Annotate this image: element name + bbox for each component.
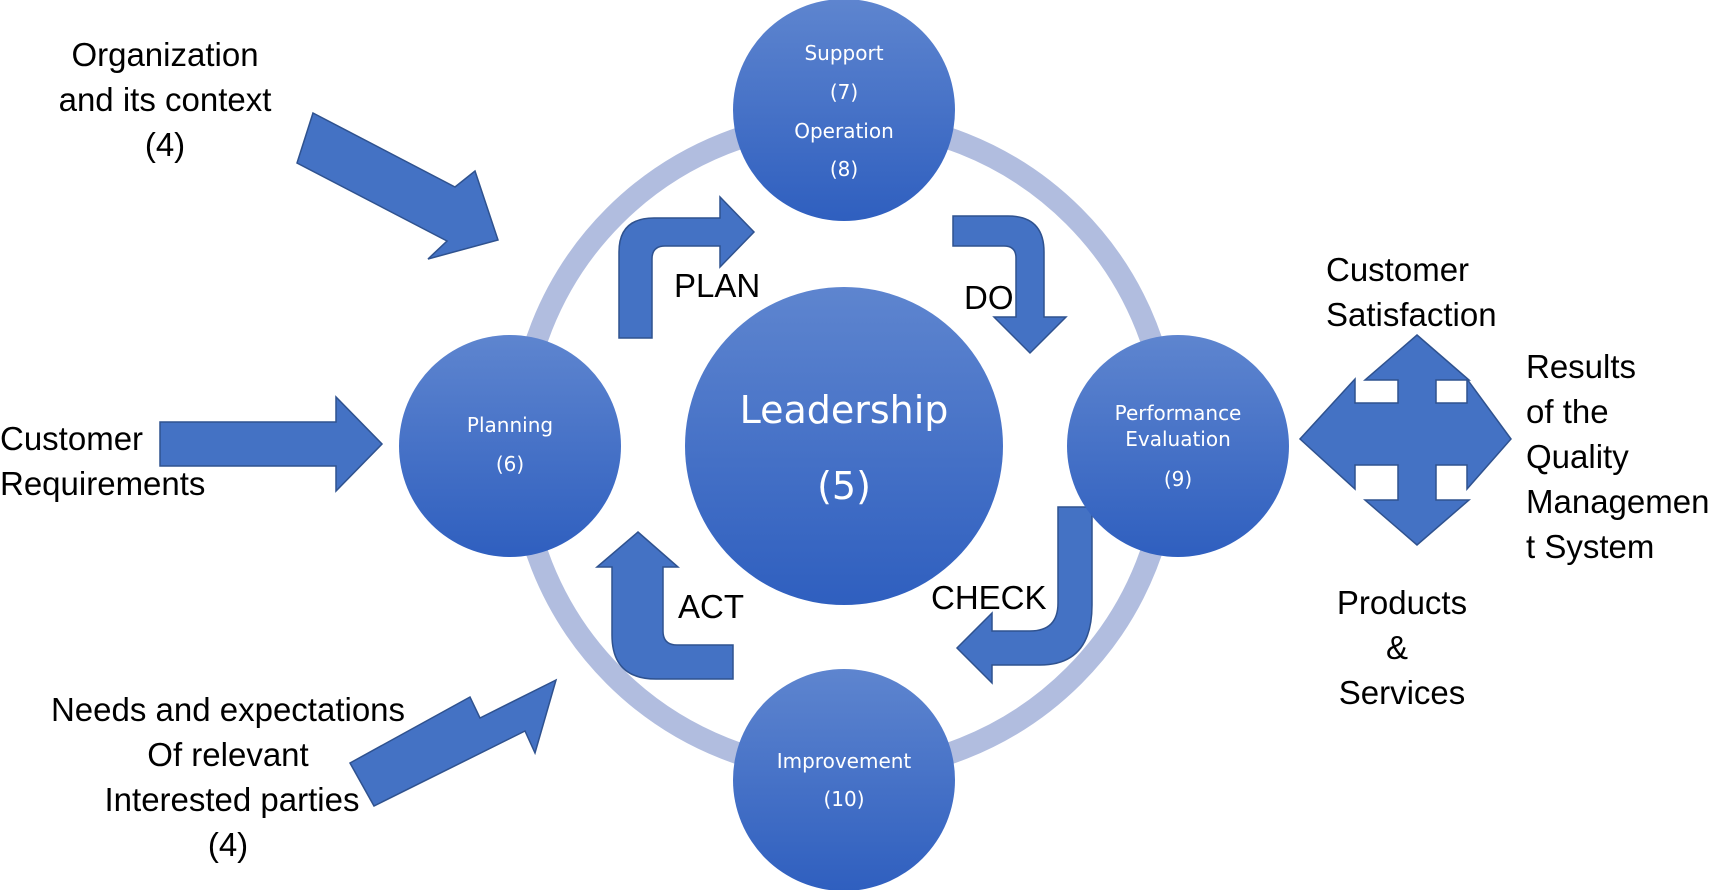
customer-requirements-line-1: Customer bbox=[0, 420, 143, 457]
support-clause: (7) bbox=[830, 80, 858, 104]
performance-evaluation-node bbox=[1067, 335, 1289, 557]
operation-label: Operation bbox=[794, 119, 894, 143]
organization-line-1: Organization bbox=[71, 36, 258, 73]
organization-line-3: (4) bbox=[145, 126, 185, 163]
improvement-clause: (10) bbox=[823, 787, 864, 811]
performance-label-2: Evaluation bbox=[1125, 427, 1231, 451]
results-line-5: t System bbox=[1526, 528, 1654, 565]
customer-requirements-line-2: Requirements bbox=[0, 465, 205, 502]
needs-line-1: Needs and expectations bbox=[51, 691, 405, 728]
do-label: DO bbox=[964, 279, 1014, 316]
act-label: ACT bbox=[678, 588, 744, 625]
leadership-title: Leadership bbox=[740, 388, 949, 432]
plan-arrow bbox=[618, 195, 756, 339]
organization-input-arrow bbox=[296, 111, 499, 260]
check-label: CHECK bbox=[931, 579, 1047, 616]
improvement-node bbox=[733, 669, 955, 890]
check-arrow bbox=[955, 506, 1093, 685]
outputs-cross-arrow bbox=[1298, 334, 1512, 546]
organization-line-2: and its context bbox=[59, 81, 272, 118]
results-line-3: Quality bbox=[1526, 438, 1629, 475]
leadership-center-node bbox=[685, 287, 1003, 605]
products-line-1: Products bbox=[1337, 584, 1467, 621]
planning-clause: (6) bbox=[496, 452, 524, 476]
act-arrow bbox=[594, 531, 734, 680]
planning-label: Planning bbox=[467, 413, 553, 437]
results-line-4: Managemen bbox=[1526, 483, 1709, 520]
support-operation-node bbox=[733, 0, 955, 221]
leadership-clause: (5) bbox=[817, 464, 871, 508]
products-line-2: & bbox=[1386, 629, 1408, 666]
improvement-label: Improvement bbox=[777, 749, 912, 773]
needs-input-arrow bbox=[348, 678, 558, 807]
customer-requirements-input-arrow bbox=[159, 395, 384, 493]
performance-label-1: Performance bbox=[1115, 401, 1242, 425]
customer-satisfaction-line-2: Satisfaction bbox=[1326, 296, 1497, 333]
operation-clause: (8) bbox=[830, 157, 858, 181]
needs-line-2: Of relevant bbox=[147, 736, 308, 773]
plan-label: PLAN bbox=[674, 267, 760, 304]
customer-satisfaction-line-1: Customer bbox=[1326, 251, 1469, 288]
needs-line-3: Interested parties bbox=[105, 781, 360, 818]
needs-line-4: (4) bbox=[208, 826, 248, 863]
results-line-1: Results bbox=[1526, 348, 1636, 385]
results-line-2: of the bbox=[1526, 393, 1609, 430]
support-label: Support bbox=[804, 41, 883, 65]
products-line-3: Services bbox=[1339, 674, 1466, 711]
performance-clause: (9) bbox=[1164, 467, 1192, 491]
planning-node bbox=[399, 335, 621, 557]
do-arrow bbox=[952, 215, 1068, 355]
